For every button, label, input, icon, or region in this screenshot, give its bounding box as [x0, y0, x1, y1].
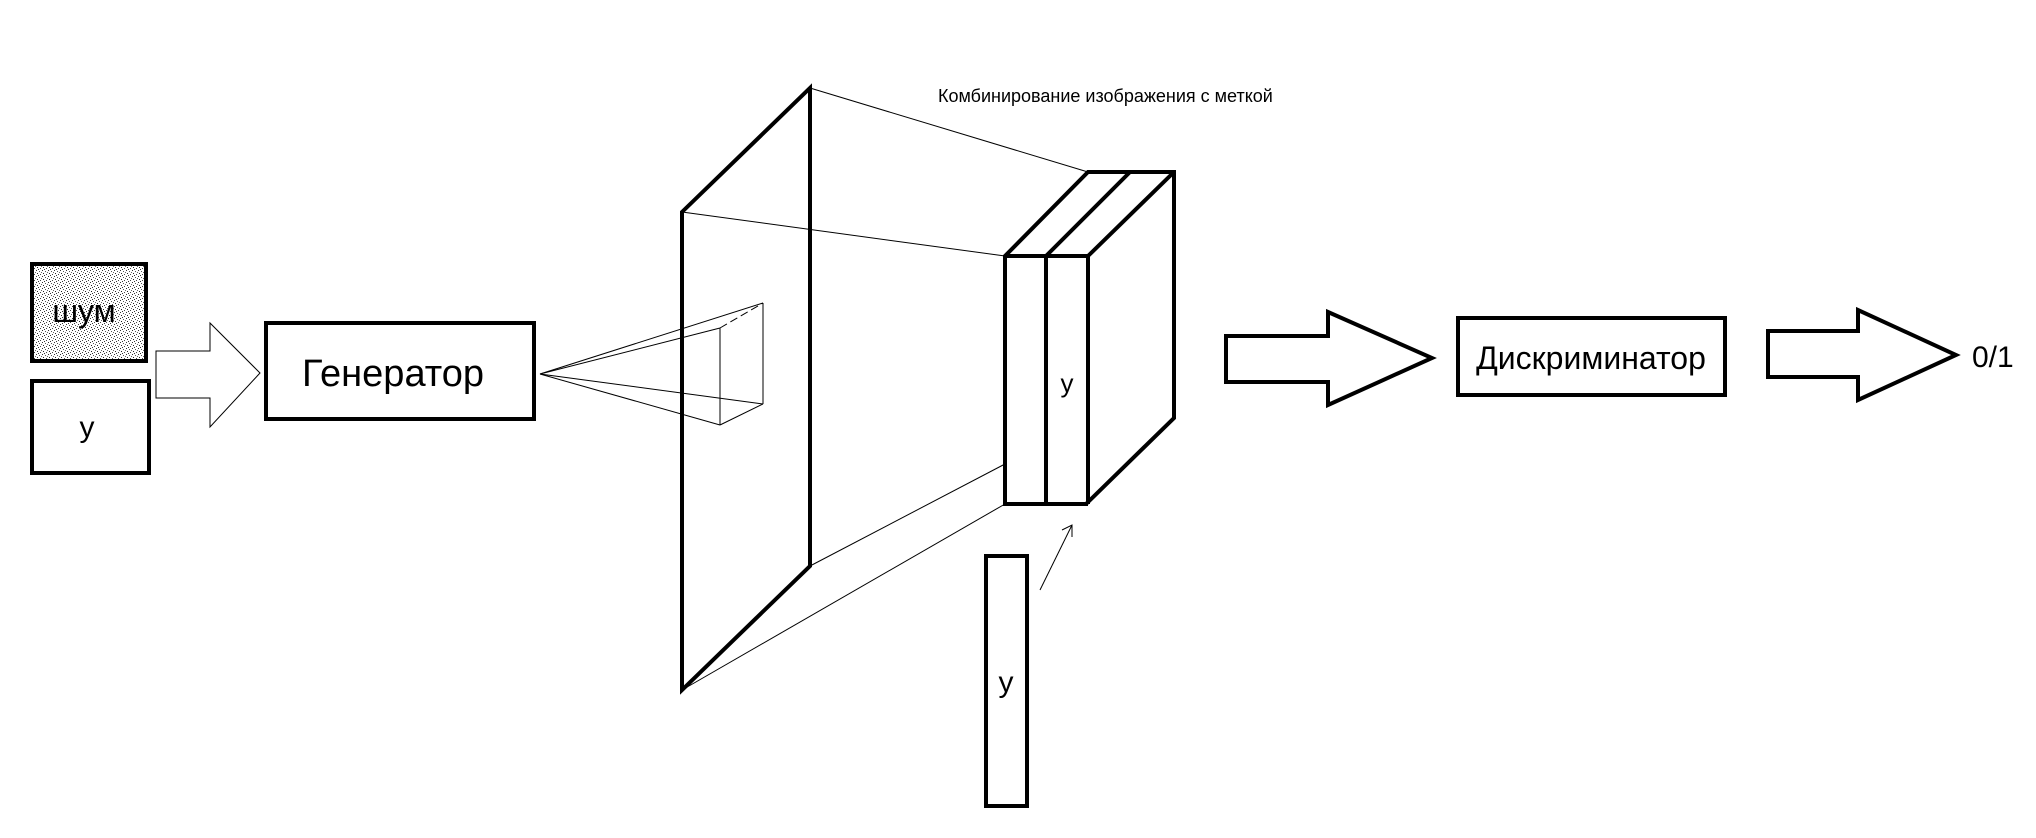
- to-discriminator-arrow: [1224, 308, 1437, 409]
- discriminator-box: Дискриминатор: [1456, 316, 1727, 397]
- label-input-text: y: [80, 411, 95, 444]
- discriminator-label: Дискриминатор: [1476, 340, 1706, 376]
- combine-lines: [681, 87, 1089, 691]
- stack-label: y: [1061, 368, 1074, 398]
- noise-label: шум: [52, 293, 115, 329]
- label-vector-box: y: [984, 554, 1029, 808]
- label-input-box: y: [30, 379, 151, 475]
- label-vector-text: y: [999, 666, 1014, 699]
- output-arrow: [1766, 306, 1961, 404]
- noise-box: шум: [30, 262, 148, 363]
- combined-stack: y: [1003, 170, 1176, 506]
- combine-caption: Комбинирование изображения с меткой: [938, 86, 1273, 106]
- input-arrow-shape: [155, 321, 261, 429]
- output-label: 0/1: [1972, 341, 2014, 374]
- projection-lines: [539, 302, 764, 426]
- generator-box: Генератор: [264, 321, 536, 421]
- generator-label: Генератор: [302, 353, 484, 395]
- image-plane: [680, 83, 812, 695]
- label-merge-arrow: [1039, 524, 1073, 591]
